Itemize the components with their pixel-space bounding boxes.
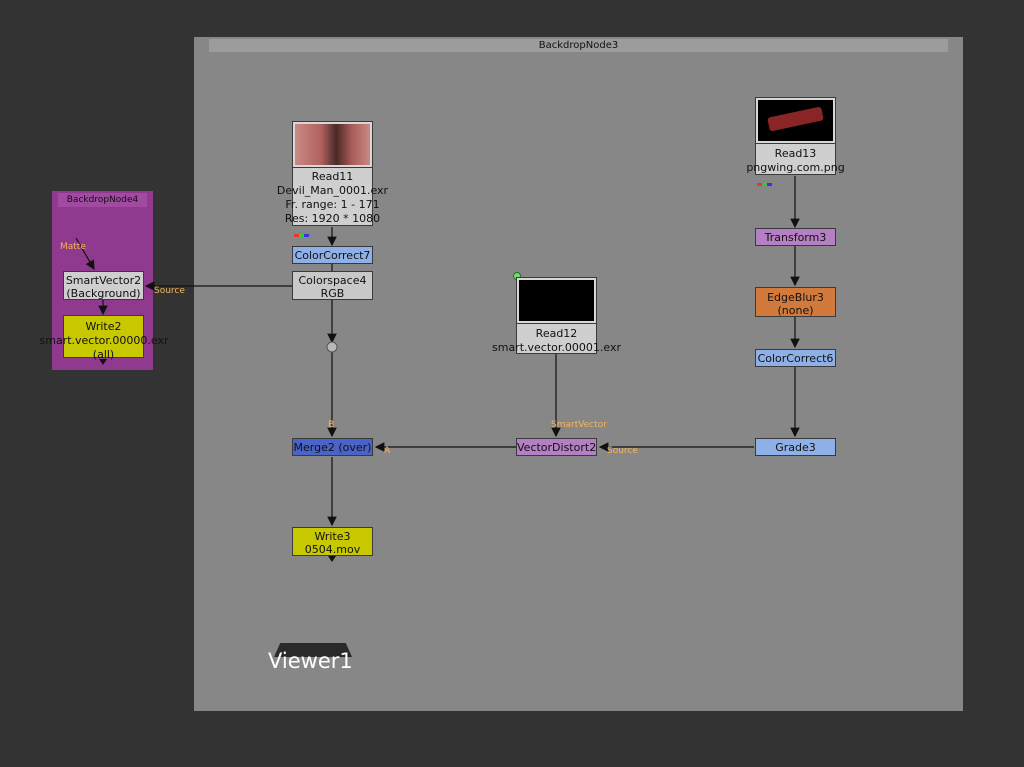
read11-name: Read11 <box>311 170 354 183</box>
smartvector2-name: SmartVector2 <box>65 274 142 287</box>
dot-node <box>326 341 338 353</box>
write2-name: Write2 <box>85 320 122 333</box>
read13-file: pngwing.com.png <box>746 161 845 174</box>
read13-thumbnail-frame[interactable] <box>755 97 836 144</box>
write2-node[interactable] <box>63 315 144 358</box>
read11-thumbnail-image <box>295 124 370 165</box>
read11-channel-indicator <box>294 222 316 237</box>
read11-resolution: Res: 1920 * 1080 <box>284 212 381 225</box>
colorspace4-node[interactable]: Colorspace4 RGB <box>292 271 373 300</box>
transform3-node[interactable]: Transform3 <box>755 228 836 246</box>
viewer1-shape <box>274 643 352 657</box>
pipe-label-merge-a: A <box>384 446 391 456</box>
read11-range: Fr. range: 1 - 171 <box>285 198 380 211</box>
write3-node[interactable]: Write3 0504.mov <box>292 527 373 556</box>
pipe-label-merge-b: B <box>328 420 335 430</box>
pipe-label-matte: Matte <box>60 242 86 252</box>
vectordistort2-node[interactable]: VectorDistort2 <box>516 438 597 456</box>
pipe-label-smartvector: SmartVector <box>551 420 607 430</box>
edgeblur3-node[interactable]: EdgeBlur3 (none) <box>755 287 836 317</box>
write2-sub: (all) <box>92 348 115 361</box>
edgeblur3-sub: (none) <box>777 304 814 317</box>
read12-node[interactable] <box>516 324 597 354</box>
read12-name: Read12 <box>535 327 578 340</box>
read13-channel-indicator <box>757 171 779 186</box>
read12-thumbnail-image <box>519 280 594 321</box>
colorspace4-name: Colorspace4 <box>298 274 367 287</box>
write3-file: 0504.mov <box>304 543 361 556</box>
write2-output-arrow <box>99 359 107 365</box>
grade3-node[interactable]: Grade3 <box>755 438 836 456</box>
backdrop-node-3-title[interactable]: BackdropNode3 <box>209 39 948 52</box>
read13-name: Read13 <box>774 147 817 160</box>
write3-name: Write3 <box>314 530 351 543</box>
colorcorrect6-node[interactable]: ColorCorrect6 <box>755 349 836 367</box>
backdrop-node-4-title[interactable]: BackdropNode4 <box>58 193 147 207</box>
pipe-label-source-vectordistort2: Source <box>607 446 638 456</box>
smartvector2-sub: (Background) <box>66 287 141 300</box>
read11-node[interactable] <box>292 168 373 226</box>
smartvector2-node[interactable]: SmartVector2 (Background) <box>63 271 144 300</box>
colorcorrect7-node[interactable]: ColorCorrect7 <box>292 246 373 264</box>
edgeblur3-name: EdgeBlur3 <box>767 291 824 304</box>
merge2-node[interactable]: Merge2 (over) <box>292 438 373 456</box>
viewer1-label: Viewer1 <box>268 649 353 673</box>
pipe-label-source-smartvector2: Source <box>154 286 185 296</box>
wire-matte <box>75 237 95 271</box>
read12-file: smart.vector.00001.exr <box>492 341 621 354</box>
read11-file: Devil_Man_0001.exr <box>276 184 389 197</box>
read11-thumbnail-frame[interactable] <box>292 121 373 168</box>
read12-thumbnail-frame[interactable] <box>516 277 597 324</box>
colorspace4-sub: RGB <box>320 287 345 300</box>
write2-file: smart.vector.00000.exr <box>39 334 169 347</box>
read13-node[interactable] <box>755 144 836 175</box>
write3-output-arrow <box>328 556 336 562</box>
read13-thumbnail-image <box>758 100 833 141</box>
